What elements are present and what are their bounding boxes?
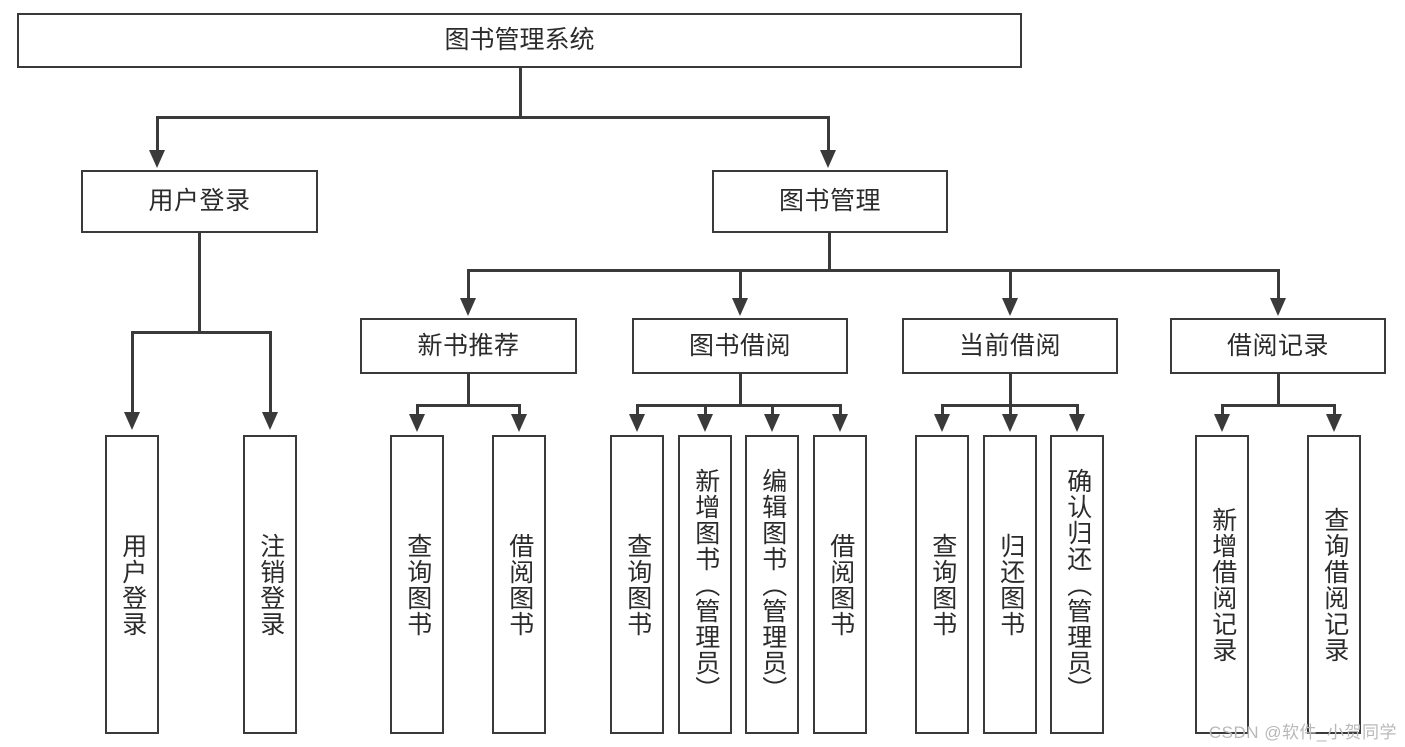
node-label: 编辑图书（管理员） — [758, 467, 787, 702]
leaf-edit-book-admin[interactable]: 编辑图书（管理员） — [745, 435, 799, 734]
arrowhead-cb-leaf3 — [1069, 414, 1085, 432]
node-new-book-recommend[interactable]: 新书推荐 — [360, 318, 577, 374]
edge-new-book-stem — [467, 374, 470, 406]
arrowhead-bb-leaf4 — [832, 414, 848, 432]
node-label: 图书管理 — [778, 187, 881, 216]
edge-to-book-borrow — [739, 269, 742, 300]
edge-user-login-bus — [131, 331, 271, 334]
node-label: 新增借阅记录 — [1208, 506, 1237, 663]
node-label: 查询借阅记录 — [1320, 506, 1349, 663]
node-label: 当前借阅 — [958, 331, 1061, 360]
node-label: 用户登录 — [118, 532, 147, 637]
leaf-add-borrow-record[interactable]: 新增借阅记录 — [1195, 435, 1249, 734]
node-label: 查询图书 — [928, 532, 957, 637]
arrowhead-nb-leaf1 — [409, 414, 425, 432]
edge-cb-leaf3 — [1076, 404, 1079, 416]
edge-to-current-borrow — [1009, 269, 1012, 300]
edge-bb-leaf2 — [704, 404, 707, 416]
arrowhead-cb-leaf1 — [934, 414, 950, 432]
arrowhead-br-leaf2 — [1326, 414, 1342, 432]
leaf-query-book-cb[interactable]: 查询图书 — [915, 435, 969, 734]
leaf-user-login[interactable]: 用户登录 — [105, 435, 159, 734]
edge-level1-bus — [156, 116, 829, 119]
edge-to-leaf-logout — [269, 331, 272, 414]
edge-to-book-mgmt — [827, 116, 830, 152]
edge-current-borrow-stem — [1009, 374, 1012, 406]
edge-to-borrow-record — [1277, 269, 1280, 300]
node-label: 归还图书 — [996, 532, 1025, 637]
node-book-borrow[interactable]: 图书借阅 — [632, 318, 848, 374]
node-label: 查询图书 — [403, 532, 432, 637]
edge-bb-leaf1 — [636, 404, 639, 416]
edge-cb-leaf2 — [1009, 404, 1012, 416]
arrowhead-to-book-mgmt — [820, 150, 836, 168]
edge-nb-leaf2 — [518, 404, 521, 416]
node-label: 图书借阅 — [688, 331, 791, 360]
node-root-system[interactable]: 图书管理系统 — [17, 13, 1022, 68]
leaf-logout[interactable]: 注销登录 — [243, 435, 297, 734]
node-borrow-record[interactable]: 借阅记录 — [1170, 318, 1386, 374]
arrowhead-bb-leaf2 — [697, 414, 713, 432]
arrowhead-bb-leaf1 — [629, 414, 645, 432]
arrowhead-leaf-user-login — [124, 412, 140, 430]
node-user-login[interactable]: 用户登录 — [81, 170, 318, 233]
node-label: 注销登录 — [256, 532, 285, 637]
leaf-query-book-nb[interactable]: 查询图书 — [390, 435, 444, 734]
leaf-confirm-return-admin[interactable]: 确认归还（管理员） — [1050, 435, 1104, 734]
arrowhead-borrow-record — [1270, 298, 1286, 316]
node-label: 借阅记录 — [1226, 331, 1329, 360]
edge-book-mgmt-stem — [828, 233, 831, 271]
edge-book-borrow-bus — [636, 404, 840, 407]
leaf-borrow-book-bb[interactable]: 借阅图书 — [813, 435, 867, 734]
edge-bb-leaf3 — [771, 404, 774, 416]
node-label: 确认归还（管理员） — [1063, 467, 1092, 702]
edge-book-borrow-stem — [739, 374, 742, 406]
node-label: 新书推荐 — [417, 331, 520, 360]
node-label: 查询图书 — [623, 532, 652, 637]
edge-root-stem — [519, 68, 522, 118]
node-current-borrow[interactable]: 当前借阅 — [902, 318, 1118, 374]
edge-borrow-record-bus — [1221, 404, 1335, 407]
node-label: 图书管理系统 — [444, 26, 595, 55]
node-label: 借阅图书 — [505, 532, 534, 637]
node-label: 新增图书（管理员） — [691, 467, 720, 702]
node-label: 用户登录 — [148, 187, 251, 216]
edge-new-book-bus — [416, 404, 520, 407]
edge-cb-leaf1 — [941, 404, 944, 416]
leaf-add-book-admin[interactable]: 新增图书（管理员） — [678, 435, 732, 734]
arrowhead-cb-leaf2 — [1002, 414, 1018, 432]
arrowhead-to-user-login — [149, 150, 165, 168]
arrowhead-bb-leaf3 — [764, 414, 780, 432]
arrowhead-book-borrow — [732, 298, 748, 316]
edge-user-login-stem — [198, 233, 201, 333]
arrowhead-nb-leaf2 — [511, 414, 527, 432]
edge-to-user-login — [156, 116, 159, 152]
edge-borrow-record-stem — [1277, 374, 1280, 406]
arrowhead-current-borrow — [1002, 298, 1018, 316]
edge-bb-leaf4 — [839, 404, 842, 416]
edge-br-leaf2 — [1333, 404, 1336, 416]
edge-to-new-book — [467, 269, 470, 300]
edge-level3-bus — [467, 269, 1279, 272]
edge-to-leaf-user-login — [131, 331, 134, 414]
arrowhead-new-book — [460, 298, 476, 316]
node-label: 借阅图书 — [826, 532, 855, 637]
arrowhead-leaf-logout — [262, 412, 278, 430]
leaf-query-borrow-record[interactable]: 查询借阅记录 — [1307, 435, 1361, 734]
node-book-management[interactable]: 图书管理 — [712, 170, 948, 233]
edge-br-leaf1 — [1221, 404, 1224, 416]
leaf-query-book-bb[interactable]: 查询图书 — [610, 435, 664, 734]
leaf-return-book[interactable]: 归还图书 — [983, 435, 1037, 734]
leaf-borrow-book-nb[interactable]: 借阅图书 — [492, 435, 546, 734]
edge-nb-leaf1 — [416, 404, 419, 416]
arrowhead-br-leaf1 — [1214, 414, 1230, 432]
